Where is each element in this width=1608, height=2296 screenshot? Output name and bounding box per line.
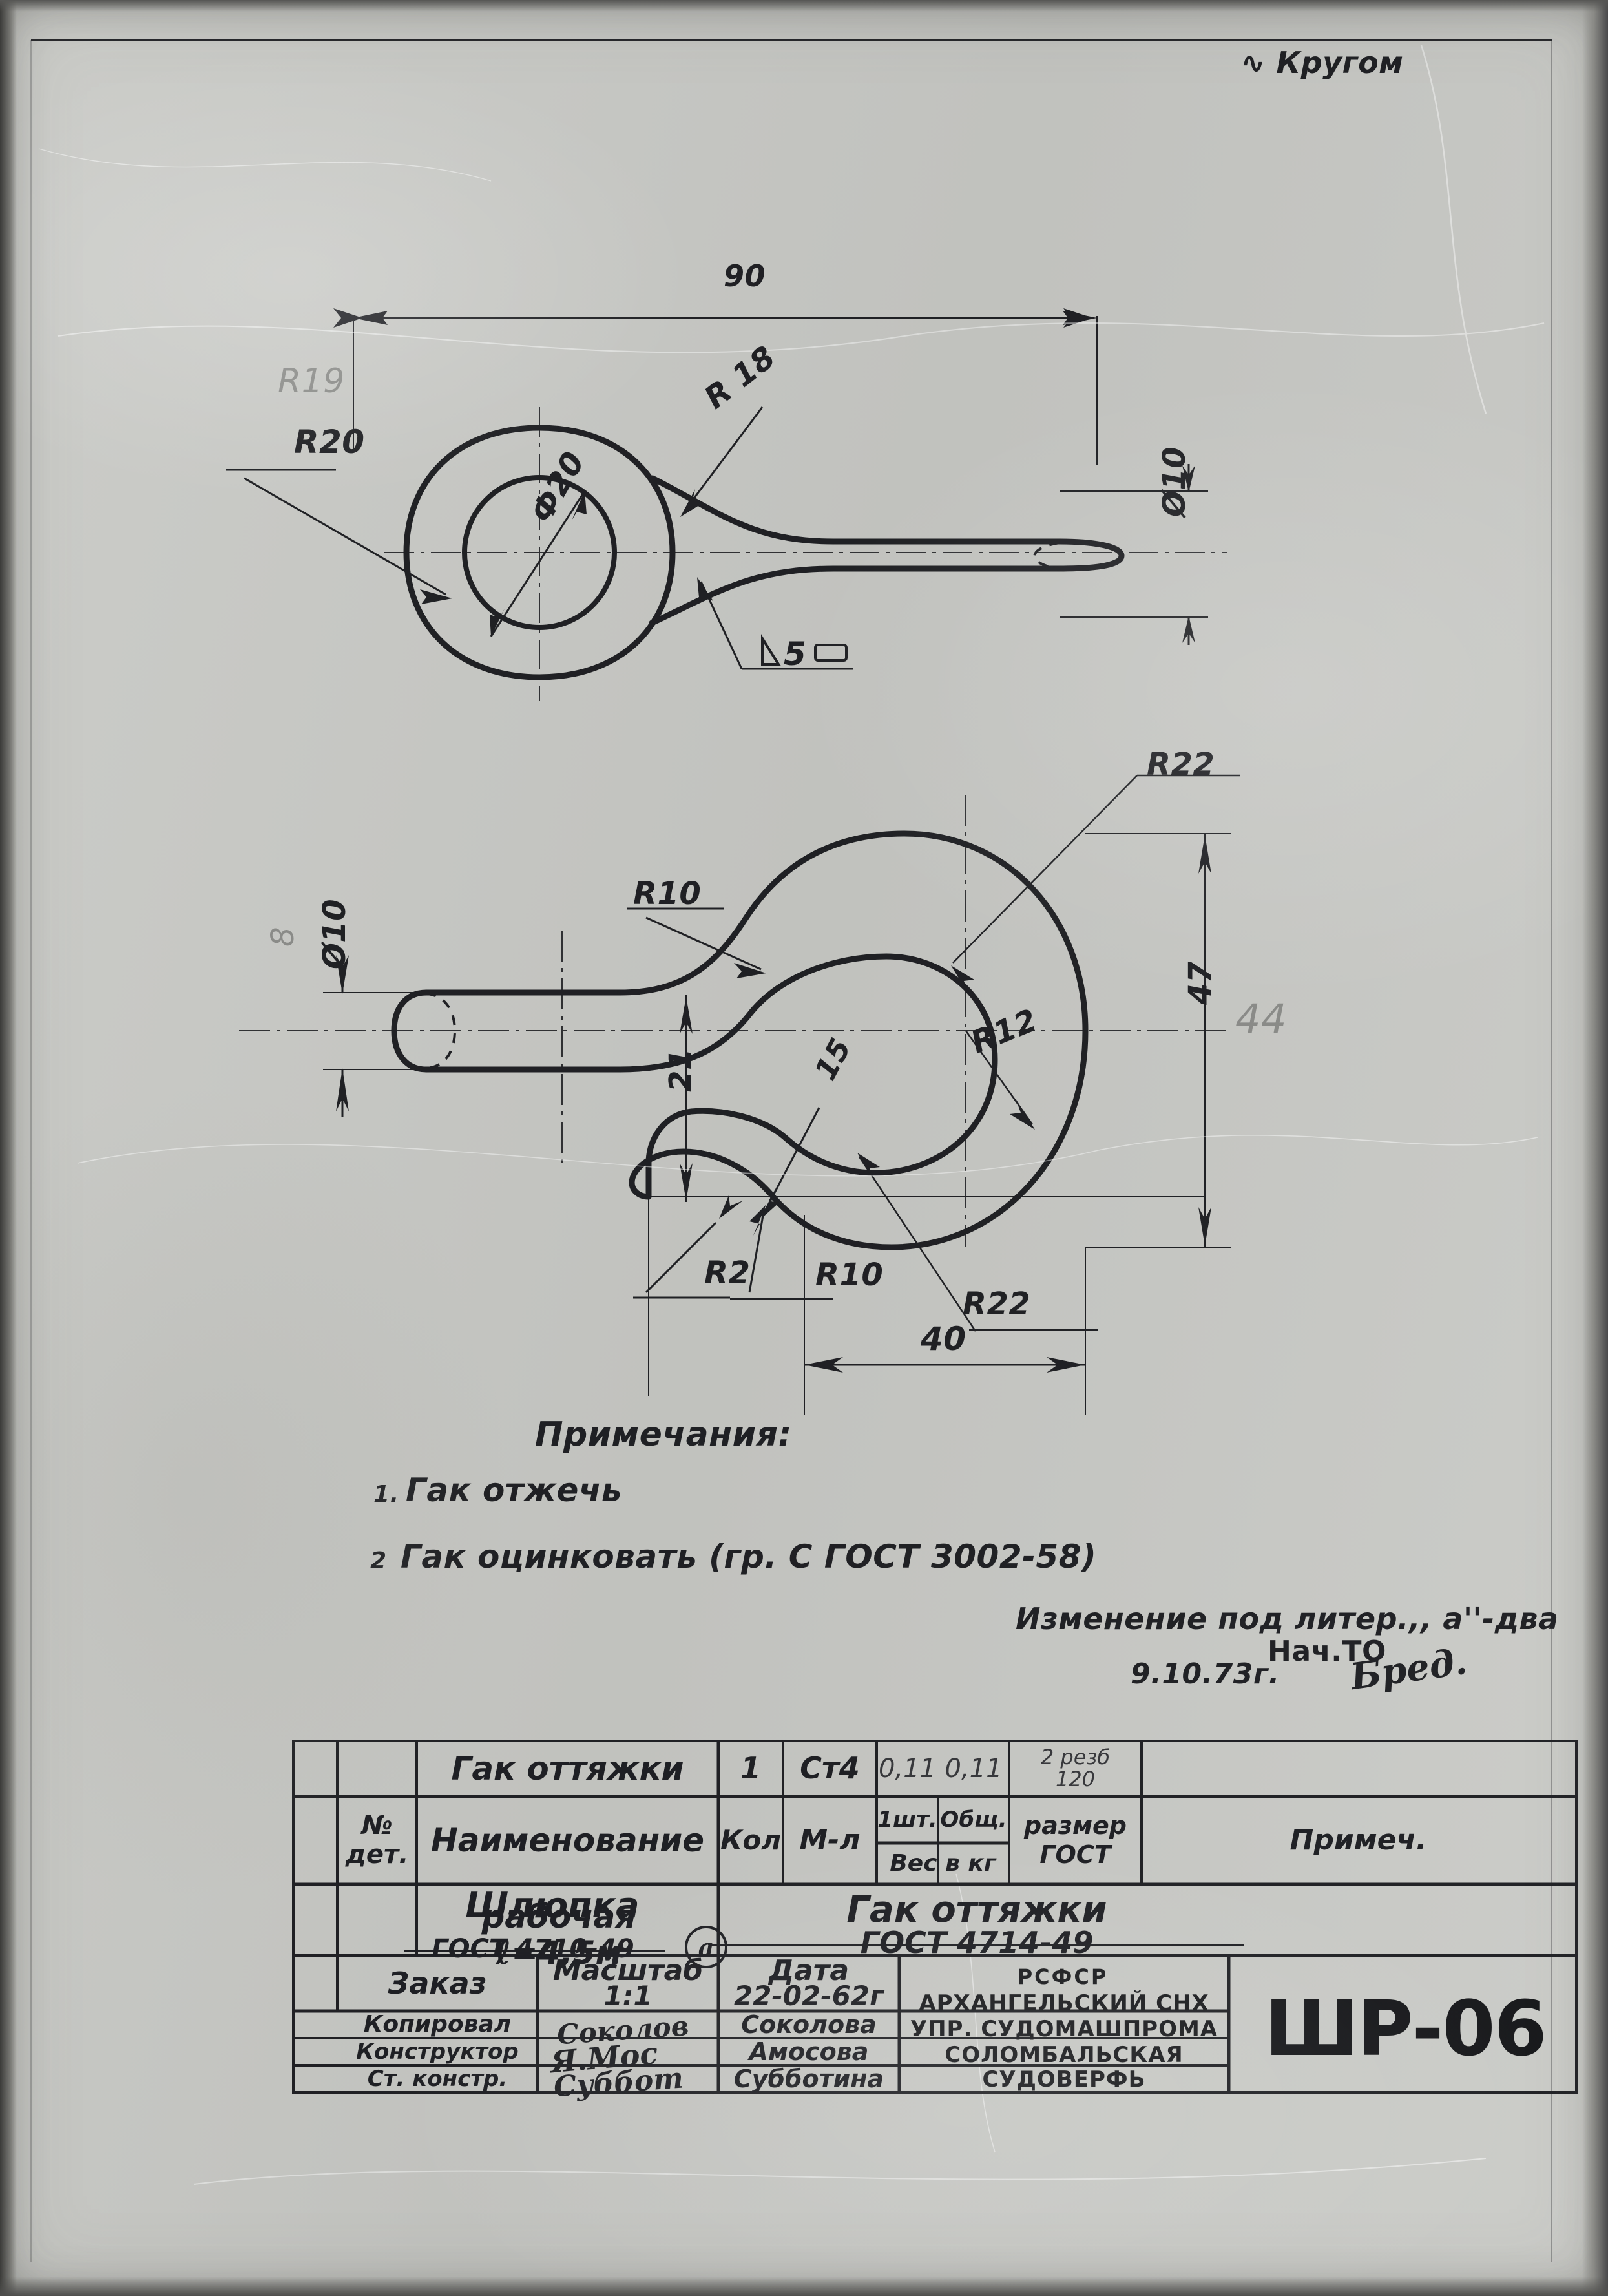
- header-size-gost: размер ГОСТ: [1024, 1811, 1127, 1869]
- header-weight-one: 1шт.: [877, 1806, 937, 1833]
- signatory-role-1: Конструктор: [356, 2038, 519, 2065]
- part-qty-cell: 1: [740, 1751, 761, 1786]
- leader-r20: [226, 469, 446, 596]
- meta-scale-label: Масштаб: [552, 1954, 704, 1988]
- note-1-number: 1.: [373, 1481, 399, 1508]
- header-material: М-л: [799, 1824, 861, 1857]
- dim-label-47: 47: [1182, 961, 1218, 1005]
- leader-r22-top: [952, 775, 1138, 964]
- header-det-no: № дет.: [345, 1811, 409, 1869]
- meta-date-label: Дата: [768, 1954, 850, 1988]
- sheet-border: [30, 39, 1552, 2262]
- header-note: Примеч.: [1290, 1824, 1427, 1857]
- letter-mark-label: а: [698, 1932, 715, 1962]
- note-2-number: 2: [370, 1548, 387, 1574]
- dim-label-40: 40: [921, 1320, 966, 1358]
- org-line-4: СОЛОМБАЛЬСКАЯ: [945, 2042, 1184, 2068]
- signatory-role-0: Копировал: [363, 2010, 512, 2038]
- notes-heading: Примечания:: [535, 1415, 792, 1454]
- header-qty: Кол: [720, 1824, 781, 1857]
- meta-order-label: Заказ: [388, 1966, 487, 2001]
- leader-15: [762, 1107, 820, 1214]
- header-weight-total: Общ.: [940, 1806, 1007, 1833]
- title-block-grid: [292, 1740, 1578, 2094]
- top-view-geometry: [384, 407, 1227, 701]
- signatory-name-1: Амосова: [749, 2037, 869, 2066]
- dim-label-r19-pencil: R19: [278, 362, 345, 401]
- header-weight-units: Вес в кг: [890, 1849, 996, 1877]
- part-note-cell: [1142, 1741, 1575, 1796]
- side-dims: [323, 833, 1231, 1415]
- dim-label-r22-bottom: R22: [963, 1286, 1031, 1322]
- dim-label-d10-side: Ø10: [317, 898, 353, 969]
- revision-date: 9.10.73г.: [1131, 1658, 1280, 1690]
- assembly-part-gost-struck: ГОСТ 4714-49: [709, 1926, 1245, 1959]
- assembly-product-line1: Шлюпка: [465, 1884, 640, 1926]
- org-line-1: РСФСР: [1017, 1964, 1109, 1989]
- revision-line: Изменение под литер.,, а''-два: [1016, 1601, 1559, 1636]
- dim-label-21: 21: [663, 1048, 699, 1092]
- part-weight-one-cell: 0,11: [878, 1753, 937, 1784]
- signatory-role-2: Ст. констр.: [367, 2065, 508, 2092]
- side-dim-arrows: [336, 835, 1211, 1373]
- dim-90-arrows: [353, 311, 1097, 325]
- header-name: Наименование: [430, 1822, 705, 1859]
- signatory-name-2: Субботина: [733, 2064, 884, 2093]
- dim-label-8-pencil: 8: [265, 926, 301, 947]
- part-name-cell: Гак оттяжки: [451, 1750, 684, 1787]
- dim-label-r20: R20: [294, 423, 365, 461]
- surface-note-top: ∿ Кругом: [1240, 45, 1404, 80]
- dim-label-r10-bottom: R10: [815, 1257, 884, 1293]
- note-2-text: Гак оцинковать (гр. С ГОСТ 3002-58): [401, 1538, 1097, 1575]
- dim-label-44-pencil: 44: [1235, 995, 1287, 1042]
- leader-r18: [684, 406, 764, 511]
- finish-triangle: [761, 634, 848, 666]
- leader-finish: [700, 581, 853, 670]
- org-line-3: УПР. СУДОМАШПРОМА: [910, 2016, 1218, 2042]
- org-line-5: СУДОВЕРФЬ: [982, 2067, 1146, 2092]
- assembly-part-title: Гак оттяжки: [846, 1888, 1107, 1931]
- title-block: Гак оттяжки 1 Ст4 0,11 0,11 2 резб 120 №…: [292, 1740, 1578, 2103]
- letter-mark-circle: а: [685, 1926, 727, 1968]
- revision-approver-label: Нач.ТО: [1268, 1635, 1386, 1668]
- side-view-geometry: [239, 795, 1227, 1250]
- signatory-name-0: Соколова: [741, 2010, 877, 2039]
- part-weight-total-cell: 0,11: [945, 1753, 1003, 1784]
- dim-label-r2: R2: [704, 1255, 751, 1291]
- org-line-2: АРХАНГЕЛЬСКИЙ СНХ: [919, 1990, 1209, 2016]
- meta-date-value: 22-02-62г: [733, 1980, 884, 2012]
- meta-scale-value: 1:1: [603, 1980, 653, 2012]
- dim-label-90: 90: [724, 258, 766, 293]
- leader-r10-bottom: [748, 1208, 766, 1293]
- dim-label-r22-top: R22: [1147, 746, 1215, 783]
- leader-d20: [490, 490, 586, 637]
- note-1-text: Гак отжечь: [406, 1471, 622, 1509]
- part-material-cell: Ст4: [800, 1751, 860, 1786]
- drawing-number: ШР-06: [1264, 1984, 1547, 2073]
- dim-label-d10-top: Ø10: [1156, 446, 1193, 517]
- assembly-product-gost-struck: ГОСТ 4710-49: [404, 1934, 665, 1963]
- dim-label-r10-top: R10: [633, 876, 702, 912]
- leader-r2: [645, 1221, 717, 1294]
- leader-r22-bottom: [858, 1156, 977, 1332]
- dim-label-finish-5: 5: [784, 635, 807, 673]
- leader-r10-top: [645, 916, 762, 971]
- part-size-gost-cell: 2 резб 120: [1040, 1745, 1111, 1791]
